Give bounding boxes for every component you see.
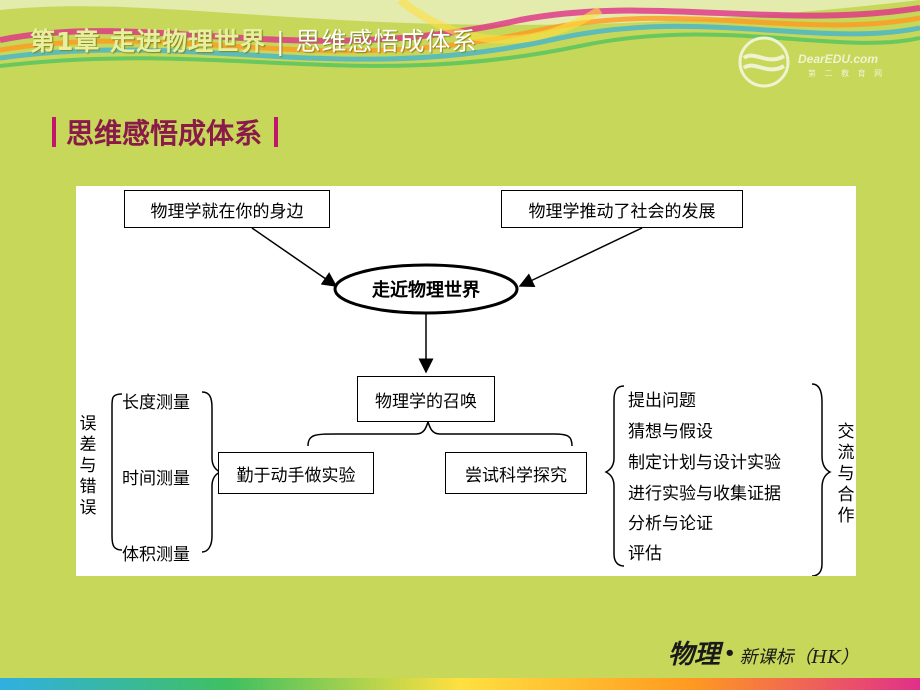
vert-char: 误	[79, 498, 97, 518]
logo-brand: DearEDU.com	[798, 52, 879, 66]
box-call-of-physics: 物理学的召唤	[357, 376, 495, 422]
vert-char: 差	[79, 435, 97, 455]
step-analysis: 分析与论证	[628, 514, 713, 534]
vert-char: 合	[837, 485, 855, 505]
vert-char: 误	[79, 414, 97, 434]
ellipse-enter-physics-world: 走近物理世界	[372, 280, 480, 301]
vert-char: 与	[79, 456, 97, 476]
step-ask-question: 提出问题	[628, 391, 696, 411]
step-hypothesis: 猜想与假设	[628, 422, 713, 442]
header-subtitle: 思维感悟成体系	[295, 27, 478, 56]
vert-char: 错	[79, 477, 97, 497]
title-bar-right	[274, 117, 279, 147]
section-title-text: 思维感悟成体系	[66, 117, 263, 150]
box-physics-around-you: 物理学就在你的身边	[124, 190, 330, 228]
footer-edition: 新课标（HK）	[739, 647, 859, 668]
header-separator: |	[276, 27, 286, 56]
footer-dot: •	[724, 643, 736, 664]
footer-rainbow-strip	[0, 678, 920, 690]
vert-char: 与	[837, 464, 855, 484]
footer-course-label: 物理•新课标（HK）	[668, 634, 859, 671]
measurement-volume: 体积测量	[122, 545, 190, 565]
measurement-time: 时间测量	[122, 469, 190, 489]
chapter-title: 第1章 走进物理世界	[30, 27, 267, 56]
step-plan-design: 制定计划与设计实验	[628, 453, 781, 473]
vert-char: 作	[837, 506, 855, 526]
dearedu-logo-icon	[738, 36, 790, 88]
section-title: 思维感悟成体系	[52, 112, 279, 152]
header-swirl-decoration	[0, 0, 920, 68]
step-collect-evidence: 进行实验与收集证据	[628, 484, 781, 504]
label-error-and-mistake: 误 差 与 错 误	[78, 414, 98, 519]
step-evaluate: 评估	[628, 544, 662, 564]
label-communication-cooperation: 交 流 与 合 作	[836, 422, 856, 527]
logo-tagline: 第 二 教 育 网	[808, 69, 886, 78]
header-title: 第1章 走进物理世界 | 思维感悟成体系	[30, 22, 478, 58]
box-physics-drives-society: 物理学推动了社会的发展	[501, 190, 743, 228]
measurement-length: 长度测量	[122, 393, 190, 413]
title-bar-left	[52, 117, 56, 147]
concept-map-connectors	[111, 227, 832, 576]
footer-subject: 物理	[668, 640, 721, 670]
box-hands-on-experiment: 勤于动手做实验	[218, 452, 374, 494]
vert-char: 流	[837, 443, 855, 463]
vert-char: 交	[837, 422, 855, 442]
box-scientific-inquiry: 尝试科学探究	[445, 452, 587, 494]
concept-map: 物理学就在你的身边 物理学推动了社会的发展 走近物理世界 物理学的召唤 勤于动手…	[76, 186, 856, 576]
